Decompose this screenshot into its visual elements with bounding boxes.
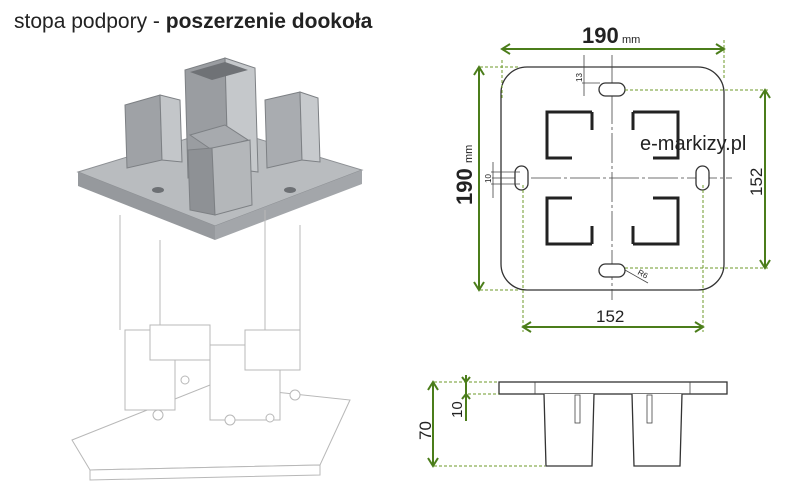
side-view-drawing [498, 381, 728, 467]
width-unit: mm [622, 34, 640, 46]
title-normal: stopa podpory - [14, 10, 166, 33]
dimension-vertical-152 [625, 88, 771, 270]
dimension-height-70 [427, 380, 545, 468]
plate-thickness: 10 [449, 401, 466, 418]
page-title: stopa podpory - poszerzenie dookoła [14, 10, 372, 34]
base-3d-render [76, 57, 364, 240]
width-value: 190 [582, 23, 619, 48]
slot-radius: R6 [636, 268, 650, 281]
dimension-edge-13 [582, 55, 600, 96]
hole-spacing-vertical: 152 [747, 168, 766, 196]
dimension-height-190 [473, 65, 520, 292]
watermark: e-markizy.pl [640, 133, 746, 155]
base-outline-render [71, 210, 351, 481]
top-view-drawing [492, 55, 732, 300]
edge-offset: 13 [575, 73, 584, 82]
total-height: 70 [416, 421, 435, 440]
dimension-thickness-10 [461, 375, 499, 421]
title-bold: poszerzenie dookoła [165, 10, 373, 33]
dimension-horizontal-152 [521, 185, 705, 333]
slot-width: 10 [484, 174, 493, 183]
dimension-slot-10 [491, 162, 520, 198]
hole-spacing-horizontal: 152 [596, 307, 624, 326]
height-unit: mm [463, 145, 475, 163]
height-value: 190 [452, 168, 477, 205]
